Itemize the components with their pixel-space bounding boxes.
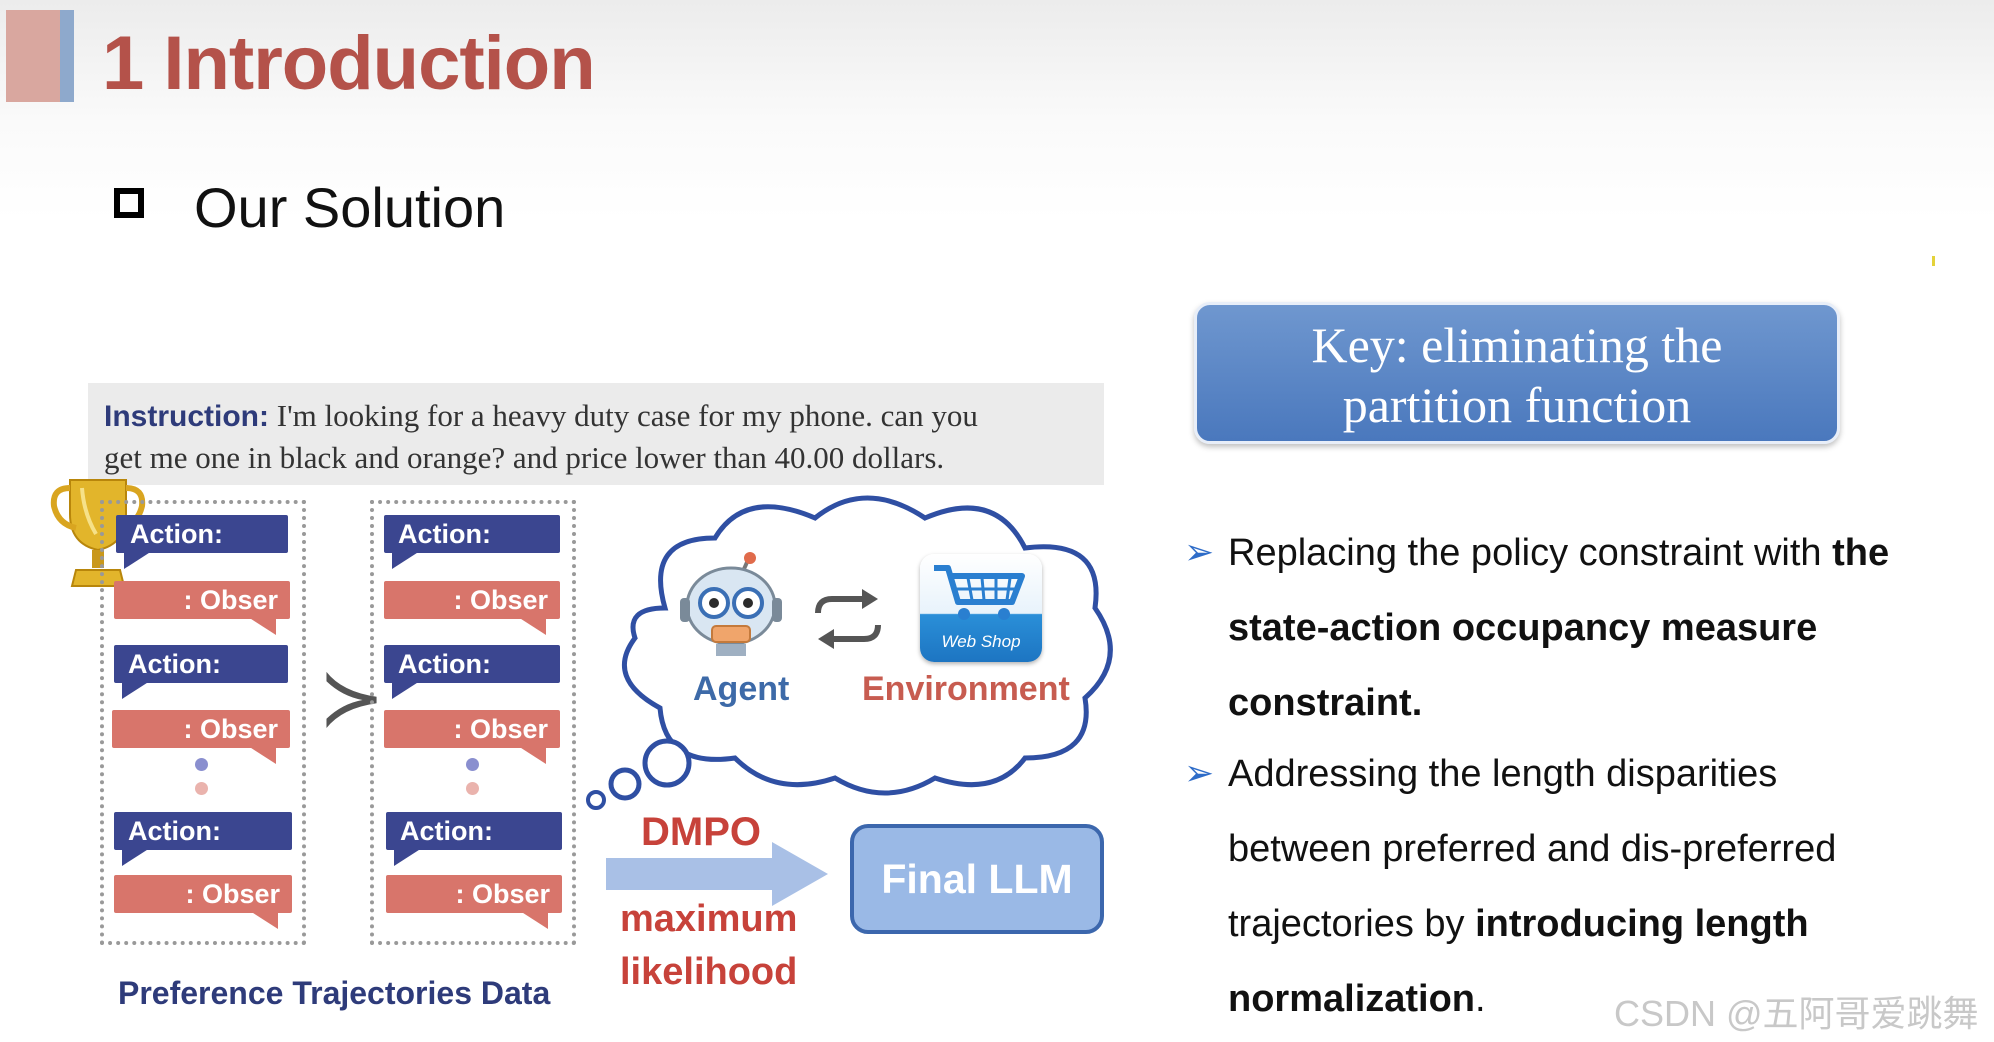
chevron-bullet-icon: ➢ — [1184, 753, 1215, 794]
ml-line2: likelihood — [620, 951, 798, 993]
point-1-bold: constraint. — [1228, 682, 1423, 724]
agent-label: Agent — [693, 670, 790, 708]
point-1: Replacing the policy constraint with the… — [1228, 516, 1968, 741]
web-shop-label: Web Shop — [941, 632, 1021, 651]
observation-bubble: : Obser — [112, 710, 290, 764]
square-bullet-icon — [114, 188, 144, 218]
point-2: Addressing the length disparities betwee… — [1228, 737, 1968, 1037]
web-shop-icon: Web Shop — [920, 554, 1042, 662]
decorative-tick — [1932, 256, 1935, 266]
environment-label: Environment — [862, 670, 1070, 708]
point-2-text: between preferred and dis-preferred — [1228, 828, 1837, 870]
ellipsis-dot — [195, 782, 208, 795]
observation-bubble: : Obser — [386, 875, 562, 929]
observation-bubble: : Obser — [384, 710, 560, 764]
robot-agent-icon — [680, 552, 782, 656]
action-bubble: Action: — [116, 515, 288, 569]
observation-bubble: : Obser — [384, 581, 560, 635]
observation-bubble: : Obser — [114, 581, 290, 635]
ellipsis-dot — [466, 782, 479, 795]
action-bubble: Action: — [114, 645, 288, 699]
title-accent-bar — [6, 10, 60, 102]
point-2-bold: normalization — [1228, 978, 1476, 1020]
action-bubble: Action: — [384, 515, 560, 569]
key-callout: Key: eliminating the partition function — [1194, 302, 1840, 444]
preference-data-caption: Preference Trajectories Data — [118, 975, 551, 1011]
instruction-text-line2: get me one in black and orange? and pric… — [104, 440, 945, 475]
point-1-text: Replacing the policy constraint with — [1228, 532, 1833, 574]
exchange-arrows-icon — [815, 589, 881, 649]
observation-bubble: : Obser — [114, 875, 292, 929]
ellipsis-dot — [195, 758, 208, 771]
thought-cloud — [586, 495, 1113, 810]
shopping-cart-icon — [934, 565, 1025, 620]
key-line1: Key: eliminating the — [1311, 317, 1723, 373]
ellipsis-dot — [466, 758, 479, 771]
dmpo-label: DMPO — [641, 810, 761, 854]
point-1-bold: the — [1832, 532, 1890, 574]
action-bubble: Action: — [114, 812, 292, 866]
maximum-likelihood-label: maximum likelihood — [620, 893, 797, 999]
title-accent-stripe — [60, 10, 74, 102]
point-2-text: . — [1475, 978, 1486, 1020]
watermark: CSDN @五阿哥爱跳舞 — [1614, 993, 1979, 1034]
point-2-text: trajectories by — [1228, 903, 1476, 945]
instruction-label: Instruction: — [104, 400, 269, 433]
ml-line1: maximum — [620, 898, 798, 940]
final-llm-box: Final LLM — [850, 824, 1104, 934]
slide-subtitle: Our Solution — [194, 176, 506, 239]
chosen-trajectory-panel — [100, 500, 306, 945]
slide-title: 1 Introduction — [102, 21, 596, 106]
action-bubble: Action: — [386, 812, 562, 866]
rejected-trajectory-panel — [370, 500, 576, 945]
right-arrow-icon — [606, 842, 828, 906]
instruction-text-line1: I'm looking for a heavy duty case for my… — [269, 398, 978, 433]
action-bubble: Action: — [384, 645, 560, 699]
point-1-bold: state-action occupancy measure — [1228, 607, 1818, 649]
key-line2: partition function — [1342, 377, 1692, 433]
point-2-bold: introducing length — [1475, 903, 1809, 945]
point-2-text: Addressing the length disparities — [1228, 753, 1778, 795]
instruction-box: Instruction: I'm looking for a heavy dut… — [88, 383, 1104, 485]
chevron-bullet-icon: ➢ — [1184, 532, 1215, 573]
